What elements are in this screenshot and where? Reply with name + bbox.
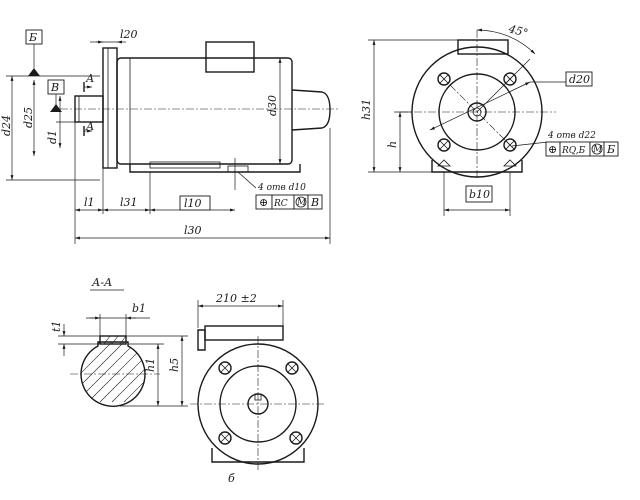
holes-d22-label: 4 отв d22: [547, 131, 596, 141]
tol-symbol-d10: ⊕: [259, 196, 268, 209]
section-title: А-А: [91, 276, 112, 289]
motor-body: [116, 57, 293, 165]
variant-terminal-box: [204, 325, 284, 341]
fan-cover: [291, 89, 331, 131]
tol-value-d22: RQ,Б: [561, 146, 586, 156]
tol-modifier-d22: M: [592, 145, 603, 155]
dim-210: 210 ±2: [215, 292, 257, 305]
flange-plate: [102, 47, 118, 169]
dim-b10: b10: [469, 188, 490, 201]
variant-bolt-holes: [218, 361, 303, 445]
datum-b-label: Б: [28, 31, 37, 44]
dim-h5: h5: [168, 358, 181, 372]
dim-h31: h31: [360, 99, 373, 120]
tol-value-d10: RC: [273, 199, 288, 209]
shaft-key: [99, 335, 127, 345]
dim-h: h: [386, 141, 399, 148]
dim-l10: l10: [184, 197, 202, 210]
section-mark-bottom: А: [85, 120, 94, 133]
dim-d24: d24: [0, 115, 13, 136]
dim-h1: h1: [144, 358, 157, 372]
dim-t1: t1: [50, 321, 63, 332]
side-view: Б В А А l20 d24 d25 d1 d30: [0, 28, 340, 244]
dim-d1: d1: [46, 130, 59, 144]
section-view: А-А b1 t1: [50, 276, 188, 407]
dim-d20: d20: [569, 73, 590, 86]
tol-modifier-d10: M: [296, 198, 307, 208]
variant-caption: б: [228, 472, 235, 485]
dim-b1: b1: [132, 302, 146, 315]
dim-l30: l30: [184, 224, 202, 237]
terminal-box: [205, 41, 255, 73]
dim-d25: d25: [22, 107, 35, 128]
dim-d30: d30: [266, 95, 279, 116]
d20-box: [565, 71, 593, 87]
variant-view: 210 ±2 б: [190, 292, 326, 485]
dim-angle-45: 45°: [506, 22, 529, 40]
dim-l1: l1: [84, 196, 95, 209]
tol-datum-d10: В: [310, 196, 319, 209]
motor-feet: [129, 164, 301, 173]
l10-box: [179, 195, 211, 211]
datum-v-label: В: [50, 81, 59, 94]
b10-box: [465, 185, 493, 203]
dim-l31: l31: [120, 196, 138, 209]
shaft-section: [80, 341, 146, 407]
tol-symbol-d22: ⊕: [548, 143, 557, 156]
end-view: 45° d20 h31 h b10 4 отв d22 ⊕ RQ,Б M Б: [360, 22, 619, 216]
tol-datum-d22: Б: [606, 143, 615, 156]
section-mark-top: А: [85, 72, 94, 85]
holes-d10-label: 4 отв d10: [257, 183, 306, 193]
dim-l20: l20: [120, 28, 138, 41]
